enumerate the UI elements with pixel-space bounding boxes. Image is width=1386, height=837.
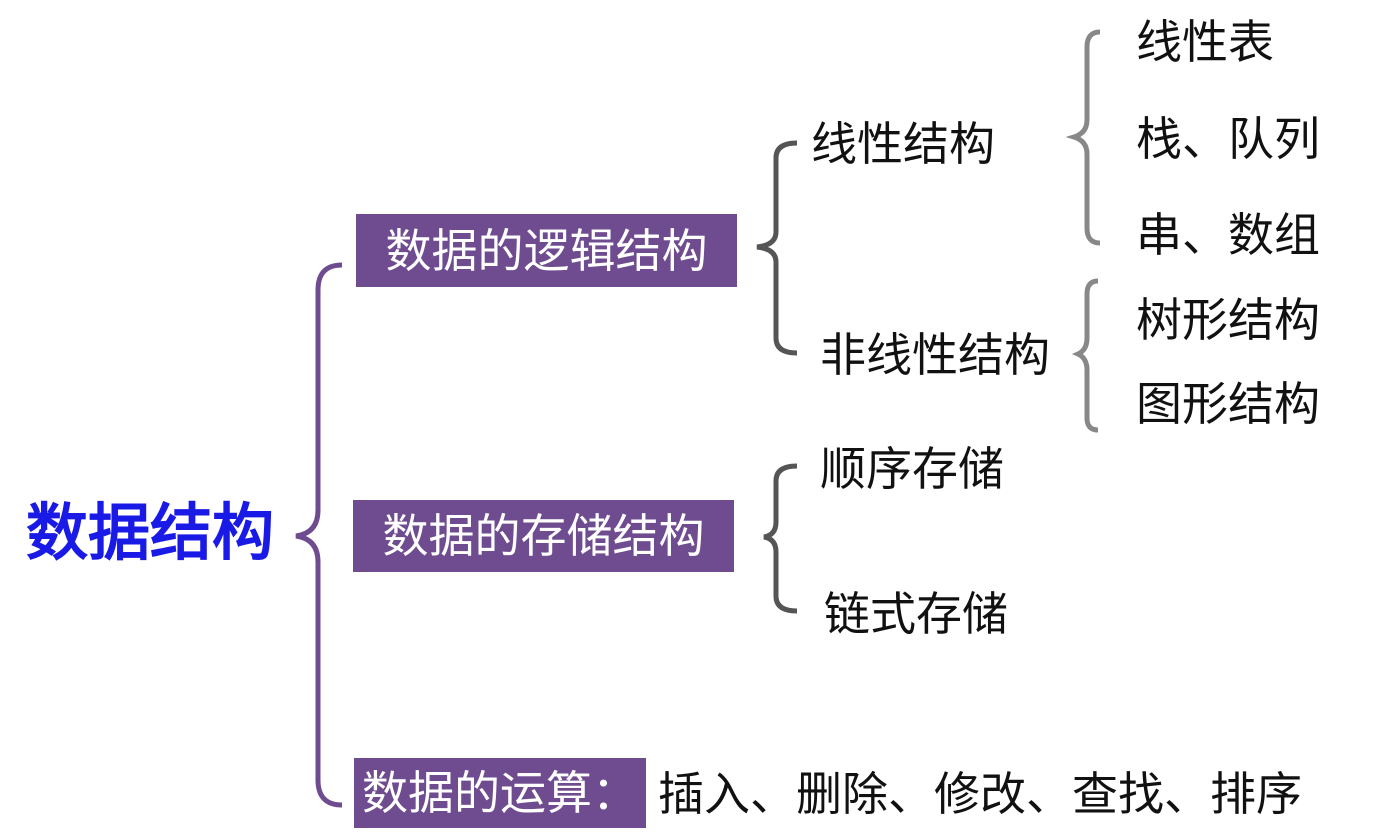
storage-item: 顺序存储 xyxy=(820,442,1004,496)
storage-structure-box: 数据的存储结构 xyxy=(353,500,734,572)
nonlinear-structure-label: 非线性结构 xyxy=(820,328,1050,382)
operations-box: 数据的运算： xyxy=(354,758,646,828)
linear-brace xyxy=(1065,29,1101,246)
nonlinear-item: 树形结构 xyxy=(1136,293,1320,347)
linear-item: 线性表 xyxy=(1136,15,1274,69)
root-brace xyxy=(295,262,343,808)
storage-item: 链式存储 xyxy=(824,587,1008,641)
logical-structure-box: 数据的逻辑结构 xyxy=(356,214,737,287)
linear-item: 栈、队列 xyxy=(1136,112,1320,166)
nonlinear-item: 图形结构 xyxy=(1136,377,1320,431)
nonlinear-brace xyxy=(1071,278,1099,433)
linear-item: 串、数组 xyxy=(1136,208,1320,262)
root-label: 数据结构 xyxy=(26,496,275,569)
logical-brace xyxy=(756,140,798,356)
linear-structure-label: 线性结构 xyxy=(811,117,995,171)
storage-brace xyxy=(763,463,798,614)
operations-list: 插入、删除、修改、查找、排序 xyxy=(658,767,1302,821)
